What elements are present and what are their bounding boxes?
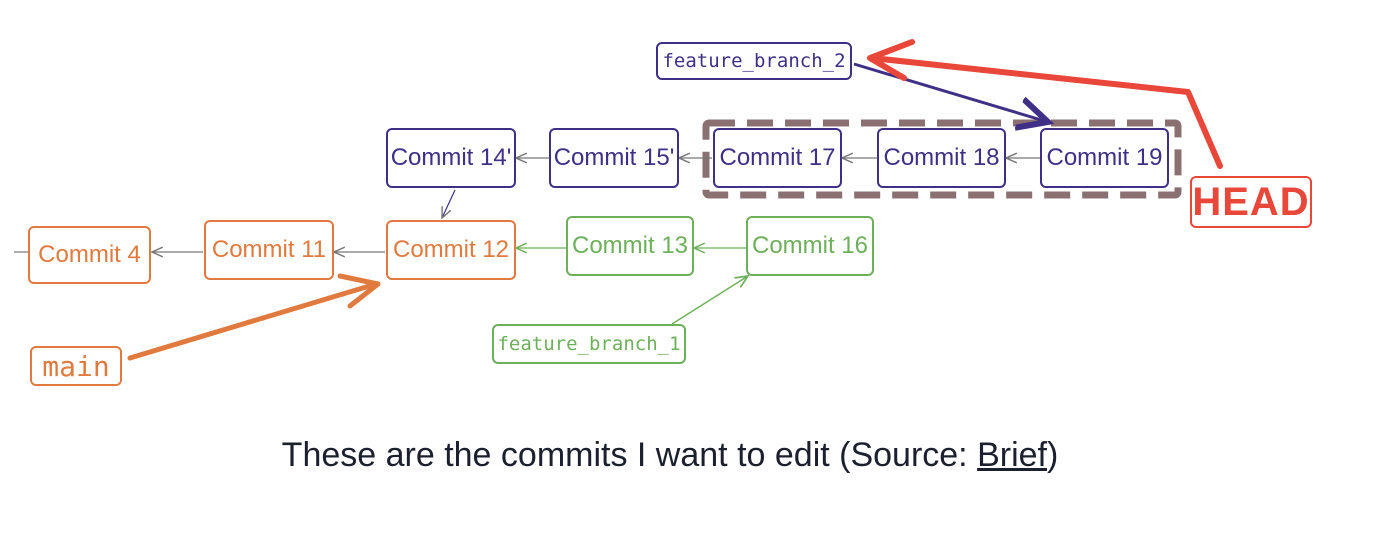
head-label[interactable]: HEAD bbox=[1190, 176, 1312, 228]
commit-16[interactable]: Commit 16 bbox=[746, 216, 874, 276]
feature-branch-2-label[interactable]: feature_branch_2 bbox=[656, 42, 852, 80]
commit-12[interactable]: Commit 12 bbox=[386, 220, 516, 280]
commit-4[interactable]: Commit 4 bbox=[28, 226, 151, 284]
commit-13[interactable]: Commit 13 bbox=[566, 216, 694, 276]
caption-suffix: ) bbox=[1047, 436, 1059, 474]
commit-11[interactable]: Commit 11 bbox=[204, 220, 334, 280]
git-commit-diagram: Commit 4 Commit 11 Commit 12 Commit 13 C… bbox=[14, 39, 1312, 386]
diagram-edges bbox=[14, 39, 1223, 361]
edit-selection-box bbox=[702, 119, 1182, 199]
commit-18[interactable]: Commit 18 bbox=[877, 128, 1006, 188]
commit-19[interactable]: Commit 19 bbox=[1040, 128, 1169, 188]
feature-branch-1-label[interactable]: feature_branch_1 bbox=[492, 324, 686, 364]
commit-14-prime[interactable]: Commit 14' bbox=[386, 128, 516, 188]
commit-17[interactable]: Commit 17 bbox=[713, 128, 842, 188]
pointer-main bbox=[127, 273, 381, 361]
caption-text: These are the commits I want to edit (So… bbox=[281, 436, 978, 474]
figure-caption: These are the commits I want to edit (So… bbox=[0, 436, 1340, 475]
pointer-feature-branch-1 bbox=[671, 276, 748, 325]
pointer-head bbox=[867, 39, 1223, 169]
edge-c14p-c12 bbox=[442, 189, 456, 218]
pointer-feature-branch-2 bbox=[853, 62, 1048, 122]
commit-15-prime[interactable]: Commit 15' bbox=[549, 128, 679, 188]
source-link[interactable]: Brief bbox=[977, 436, 1047, 474]
main-branch-label[interactable]: main bbox=[30, 346, 122, 386]
